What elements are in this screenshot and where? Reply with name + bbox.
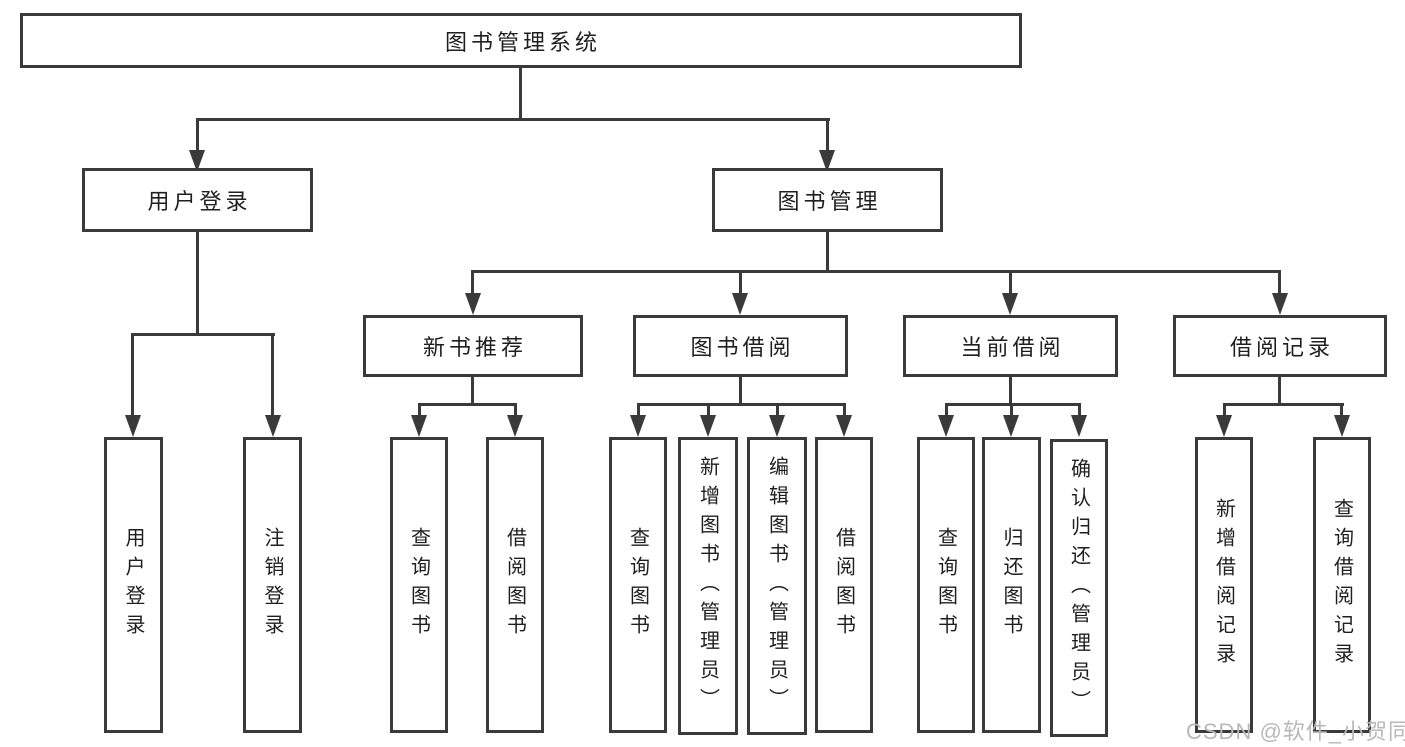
connector-line: [1278, 273, 1281, 295]
arrow-down-icon: [819, 150, 835, 172]
connector-line: [637, 406, 640, 417]
node-leaf-add-borrow-record: 新增借阅记录: [1195, 437, 1253, 733]
node-label: 图书借阅: [690, 335, 795, 360]
node-leaf-borrow-books: 借阅图书: [486, 437, 544, 733]
connector-line: [1278, 377, 1281, 405]
arrow-down-icon: [411, 415, 427, 437]
arrow-down-icon: [1334, 415, 1350, 437]
connector-line: [418, 403, 517, 406]
connector-line: [271, 336, 274, 417]
node-label: 用户登录: [147, 189, 252, 214]
connector-line: [1010, 406, 1013, 417]
connector-line: [945, 403, 1081, 406]
node-leaf-query-borrow-record: 查询借阅记录: [1313, 437, 1371, 733]
connector-line: [1009, 273, 1012, 295]
node-leaf-query-books-2: 查询图书: [609, 437, 667, 733]
node-root: 图书管理系统: [20, 13, 1022, 68]
connector-line: [131, 336, 134, 417]
connector-line: [1223, 403, 1344, 406]
connector-line: [196, 121, 199, 152]
arrow-down-icon: [732, 293, 748, 315]
connector-line: [1078, 406, 1081, 417]
node-label: 新增图书（管理员）: [696, 455, 719, 717]
node-leaf-query-books-3: 查询图书: [917, 437, 975, 733]
connector-line: [131, 333, 275, 336]
arrow-down-icon: [938, 415, 954, 437]
node-label: 借阅图书: [832, 527, 855, 643]
node-leaf-borrow-books-2: 借阅图书: [815, 437, 873, 733]
arrow-down-icon: [1071, 415, 1087, 437]
connector-line: [1223, 406, 1226, 417]
connector-line: [826, 121, 829, 152]
node-label: 查询借阅记录: [1330, 498, 1353, 672]
arrow-down-icon: [1003, 415, 1019, 437]
connector-line: [196, 232, 199, 336]
node-label: 查询图书: [626, 527, 649, 643]
arrow-down-icon: [1002, 293, 1018, 315]
arrow-down-icon: [769, 415, 785, 437]
arrow-down-icon: [125, 415, 141, 437]
node-label: 图书管理系统: [444, 29, 601, 55]
node-label: 查询图书: [934, 527, 957, 643]
arrow-down-icon: [1216, 415, 1232, 437]
node-label: 用户登录: [122, 527, 144, 643]
node-label: 查询图书: [407, 527, 430, 643]
arrow-down-icon: [1272, 293, 1288, 315]
connector-line: [418, 406, 421, 417]
connector-line: [843, 406, 846, 417]
node-label: 新增借阅记录: [1212, 498, 1235, 672]
connector-line: [1340, 406, 1343, 417]
node-label: 借阅图书: [503, 527, 526, 643]
arrow-down-icon: [465, 293, 481, 315]
node-book-borrow: 图书借阅: [633, 315, 848, 377]
node-user-login: 用户登录: [82, 168, 313, 232]
connector-line: [707, 406, 710, 417]
connector-line: [945, 406, 948, 417]
node-label: 编辑图书（管理员）: [765, 455, 788, 717]
connector-line: [1009, 377, 1012, 405]
node-book-management: 图书管理: [712, 168, 943, 232]
node-leaf-logout: 注销登录: [243, 437, 302, 733]
arrow-down-icon: [700, 415, 716, 437]
node-leaf-add-books-admin: 新增图书（管理员）: [678, 437, 738, 735]
connector-line: [739, 273, 742, 295]
connector-line: [471, 377, 474, 405]
node-current-borrow: 当前借阅: [903, 315, 1118, 377]
node-leaf-user-login: 用户登录: [104, 437, 163, 733]
connector-line: [519, 68, 522, 121]
arrow-down-icon: [265, 415, 281, 437]
arrow-down-icon: [836, 415, 852, 437]
connector-line: [637, 403, 846, 406]
node-leaf-return-books: 归还图书: [982, 437, 1041, 733]
node-label: 注销登录: [261, 527, 283, 643]
connector-line: [739, 377, 742, 405]
node-label: 新书推荐: [422, 335, 527, 360]
node-new-book-recommend: 新书推荐: [363, 315, 583, 377]
node-leaf-query-books: 查询图书: [390, 437, 448, 733]
node-label: 图书管理: [777, 189, 882, 214]
node-leaf-confirm-return-admin: 确认归还（管理员）: [1050, 439, 1108, 737]
connector-line: [826, 232, 829, 273]
connector-line: [471, 273, 474, 295]
connector-line: [196, 118, 830, 121]
node-label: 归还图书: [1000, 527, 1022, 643]
node-label: 当前借阅: [960, 335, 1065, 360]
node-leaf-edit-books-admin: 编辑图书（管理员）: [747, 437, 807, 735]
connector-line: [514, 406, 517, 417]
connector-line: [471, 270, 1281, 273]
watermark: CSDN @软件_小贺同学: [1186, 719, 1405, 744]
node-label: 借阅记录: [1229, 335, 1334, 360]
node-borrow-records: 借阅记录: [1173, 315, 1387, 377]
arrow-down-icon: [189, 150, 205, 172]
node-label: 确认归还（管理员）: [1067, 457, 1090, 719]
connector-line: [776, 406, 779, 417]
arrow-down-icon: [507, 415, 523, 437]
arrow-down-icon: [630, 415, 646, 437]
